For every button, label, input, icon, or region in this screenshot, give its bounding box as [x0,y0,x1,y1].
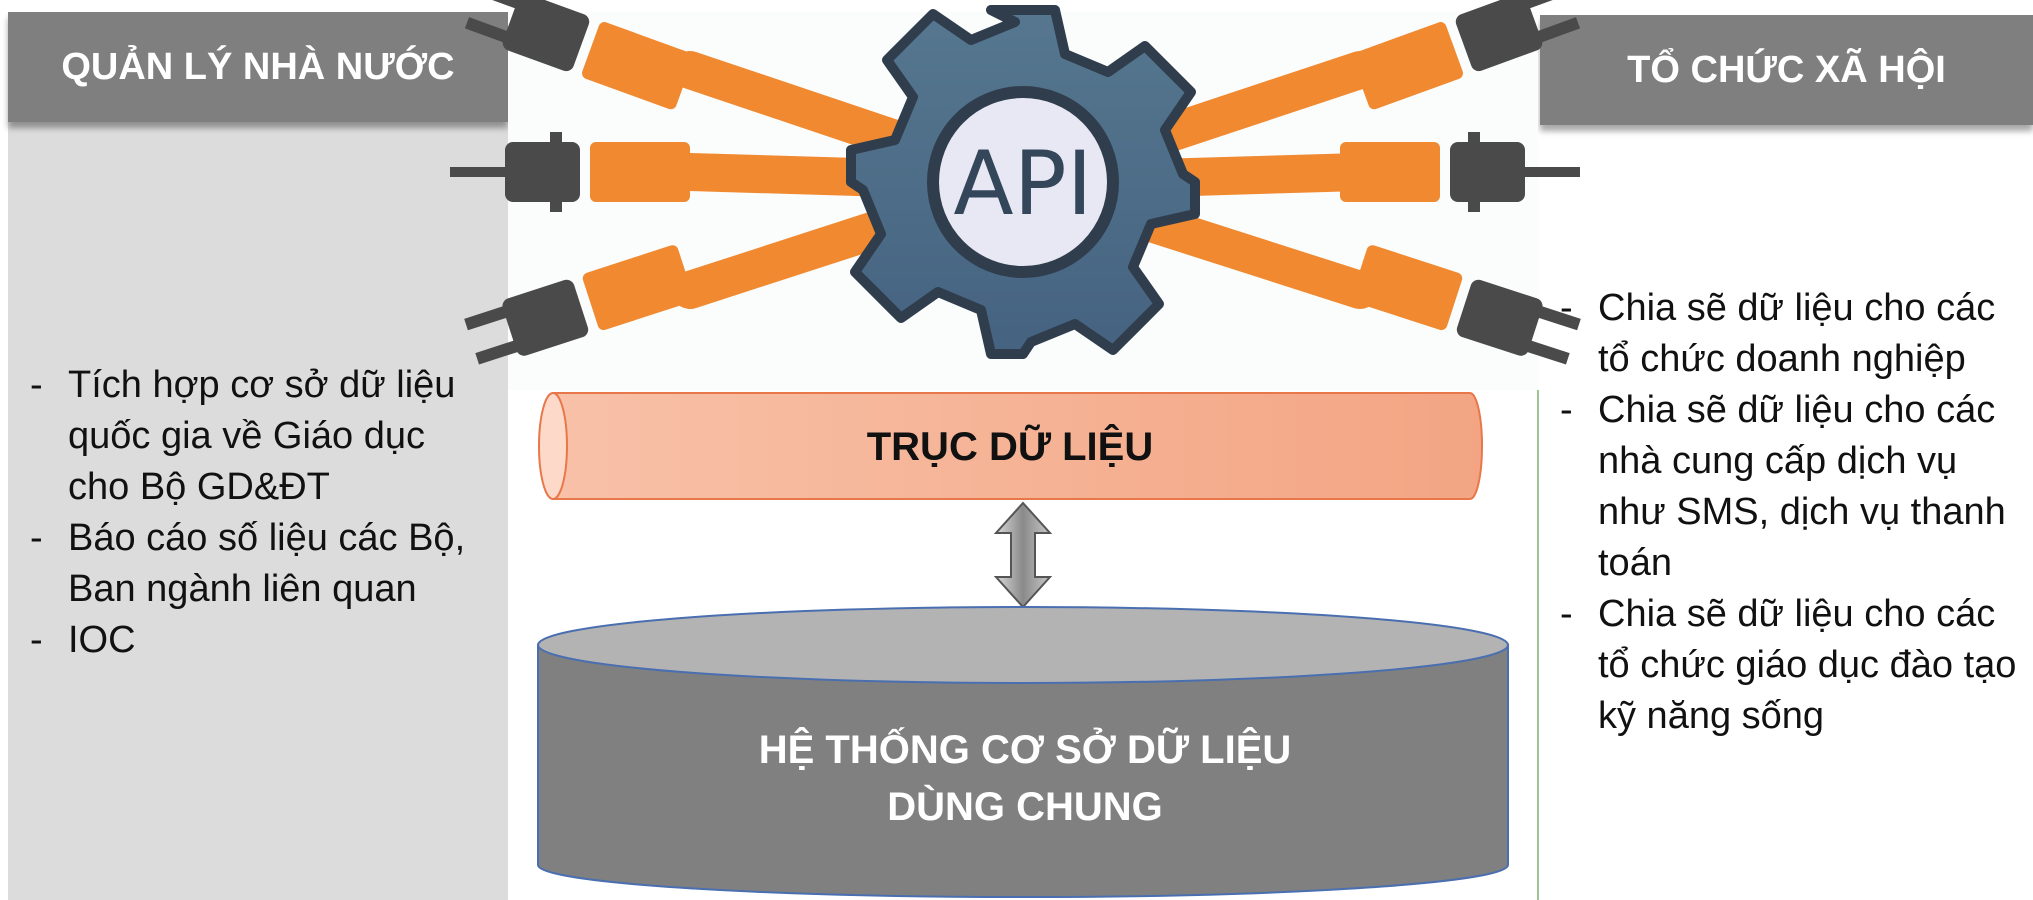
database-label-line2: DÙNG CHUNG [887,785,1163,829]
right-plug-top [1351,0,1581,110]
left-bullet-list: Tích hợp cơ sở dữ liệu quốc gia về Giáo … [6,360,496,666]
right-bullet-list: Chia sẽ dữ liệu cho các tổ chức doanh ng… [1536,283,2033,742]
left-list-item: Báo cáo số liệu các Bộ, Ban ngành liên q… [6,513,496,615]
right-list-item: Chia sẽ dữ liệu cho các tổ chức doanh ng… [1536,283,2033,385]
api-text: API [953,132,1092,235]
right-plug-middle [1340,132,1580,212]
left-list-item: Tích hợp cơ sở dữ liệu quốc gia về Giáo … [6,360,496,513]
left-list-item: IOC [6,615,496,666]
left-plug-middle [450,132,690,212]
right-plug-bottom [1351,245,1581,365]
data-axis-cylinder [538,392,1483,500]
api-illustration: API [450,0,1581,390]
right-header: TỔ CHỨC XÃ HỘI [1540,15,2033,125]
left-header: QUẢN LÝ NHÀ NƯỚC [8,12,508,122]
database-cylinder [537,606,1509,898]
database-label: HỆ THỐNG CƠ SỞ DỮ LIỆU DÙNG CHUNG [540,722,1510,836]
double-arrow-icon [993,501,1053,609]
database-label-line1: HỆ THỐNG CƠ SỞ DỮ LIỆU [758,728,1292,772]
left-plug-top [464,0,694,110]
right-list-item: Chia sẽ dữ liệu cho các tổ chức giáo dục… [1536,589,2033,742]
left-plug-bottom [464,245,694,365]
right-list-item: Chia sẽ dữ liệu cho các nhà cung cấp dịc… [1536,385,2033,589]
gear-icon: API [846,5,1200,359]
axis-label: TRỤC DỮ LIỆU [866,425,1154,469]
